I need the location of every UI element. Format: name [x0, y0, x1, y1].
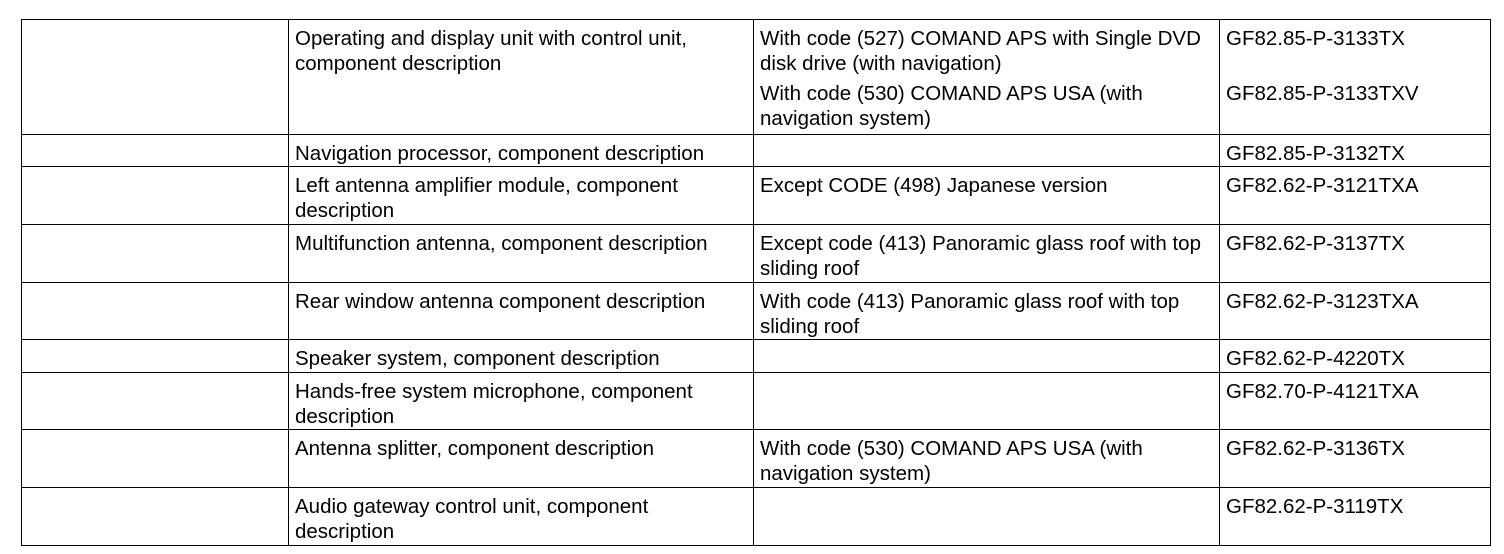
description-cell: Left antenna amplifier module, component… — [288, 166, 754, 225]
condition-cell — [753, 134, 1220, 167]
document-code-link[interactable]: GF82.62-P-3137TX — [1226, 232, 1405, 255]
condition-cell — [753, 372, 1220, 430]
table-row: Audio gateway control unit, component de… — [21, 487, 1491, 546]
table-row: Navigation processor, component descript… — [21, 134, 1491, 167]
blank-cell — [21, 487, 289, 546]
table-row: Rear window antenna component descriptio… — [21, 282, 1491, 340]
document-code-link[interactable]: GF82.85-P-3133TXV — [1226, 82, 1419, 105]
description-cell: Multifunction antenna, component descrip… — [288, 224, 754, 283]
document-code-cell: GF82.62-P-4220TX — [1219, 339, 1491, 373]
blank-cell — [21, 282, 289, 340]
blank-cell — [21, 429, 289, 488]
condition-cell: Except CODE (498) Japanese version — [753, 166, 1220, 225]
description-cell: Hands-free system microphone, component … — [288, 372, 754, 430]
description-link[interactable]: Audio gateway control unit, component de… — [295, 495, 649, 543]
description-link[interactable]: Antenna splitter, component description — [295, 437, 654, 460]
description-link[interactable]: Left antenna amplifier module, component… — [295, 174, 678, 222]
condition-text: Except code (413) Panoramic glass roof w… — [760, 232, 1201, 280]
document-code-link[interactable]: GF82.70-P-4121TXA — [1226, 380, 1419, 403]
description-cell: Audio gateway control unit, component de… — [288, 487, 754, 546]
condition-text: With code (527) COMAND APS with Single D… — [760, 27, 1201, 75]
document-code-cell: GF82.85-P-3133TX GF82.85-P-3133TXV — [1219, 19, 1491, 135]
table-row: Left antenna amplifier module, component… — [21, 166, 1491, 225]
document-code-cell: GF82.62-P-3119TX — [1219, 487, 1491, 546]
document-code-link[interactable]: GF82.62-P-4220TX — [1226, 347, 1405, 370]
condition-text: With code (530) COMAND APS USA (with nav… — [760, 437, 1143, 485]
condition-cell: With code (413) Panoramic glass roof wit… — [753, 282, 1220, 340]
description-cell: Operating and display unit with control … — [288, 19, 754, 135]
condition-text: Except CODE (498) Japanese version — [760, 174, 1108, 197]
condition-cell — [753, 339, 1220, 373]
description-cell: Rear window antenna component descriptio… — [288, 282, 754, 340]
condition-cell: With code (530) COMAND APS USA (with nav… — [753, 429, 1220, 488]
document-code-cell: GF82.62-P-3137TX — [1219, 224, 1491, 283]
blank-cell — [21, 372, 289, 430]
description-link[interactable]: Speaker system, component description — [295, 347, 660, 370]
condition-text: With code (413) Panoramic glass roof wit… — [760, 290, 1180, 338]
document-code-link[interactable]: GF82.62-P-3123TXA — [1226, 290, 1419, 313]
document-code-cell: GF82.85-P-3132TX — [1219, 134, 1491, 167]
condition-cell: With code (527) COMAND APS with Single D… — [753, 19, 1220, 135]
document-code-cell: GF82.62-P-3136TX — [1219, 429, 1491, 488]
description-cell: Navigation processor, component descript… — [288, 134, 754, 167]
document-code-link[interactable]: GF82.62-P-3119TX — [1226, 495, 1404, 518]
condition-cell — [753, 487, 1220, 546]
table-row: Hands-free system microphone, component … — [21, 372, 1491, 430]
document-code-cell: GF82.62-P-3123TXA — [1219, 282, 1491, 340]
condition-text: With code (530) COMAND APS USA (with nav… — [760, 82, 1143, 130]
document-code-link[interactable]: GF82.85-P-3132TX — [1226, 142, 1405, 165]
table-row: Speaker system, component description GF… — [21, 339, 1491, 373]
table-row: Antenna splitter, component description … — [21, 429, 1491, 488]
description-cell: Speaker system, component description — [288, 339, 754, 373]
document-code-cell: GF82.62-P-3121TXA — [1219, 166, 1491, 225]
description-cell: Antenna splitter, component description — [288, 429, 754, 488]
table-row: Multifunction antenna, component descrip… — [21, 224, 1491, 283]
description-link[interactable]: Multifunction antenna, component descrip… — [295, 232, 708, 255]
document-code-cell: GF82.70-P-4121TXA — [1219, 372, 1491, 430]
component-table: Operating and display unit with control … — [21, 19, 1491, 546]
document-code-link[interactable]: GF82.85-P-3133TX — [1226, 27, 1405, 50]
description-link[interactable]: Hands-free system microphone, component … — [295, 380, 693, 428]
document-code-link[interactable]: GF82.62-P-3121TXA — [1226, 174, 1419, 197]
blank-cell — [21, 339, 289, 373]
description-link[interactable]: Navigation processor, component descript… — [295, 142, 705, 165]
blank-cell — [21, 134, 289, 167]
condition-cell: Except code (413) Panoramic glass roof w… — [753, 224, 1220, 283]
description-link[interactable]: Rear window antenna component descriptio… — [295, 290, 706, 313]
blank-cell — [21, 166, 289, 225]
table-row: Operating and display unit with control … — [21, 19, 1491, 135]
description-link[interactable]: Operating and display unit with control … — [295, 27, 688, 75]
blank-cell — [21, 224, 289, 283]
document-code-link[interactable]: GF82.62-P-3136TX — [1226, 437, 1405, 460]
blank-cell — [21, 19, 289, 135]
